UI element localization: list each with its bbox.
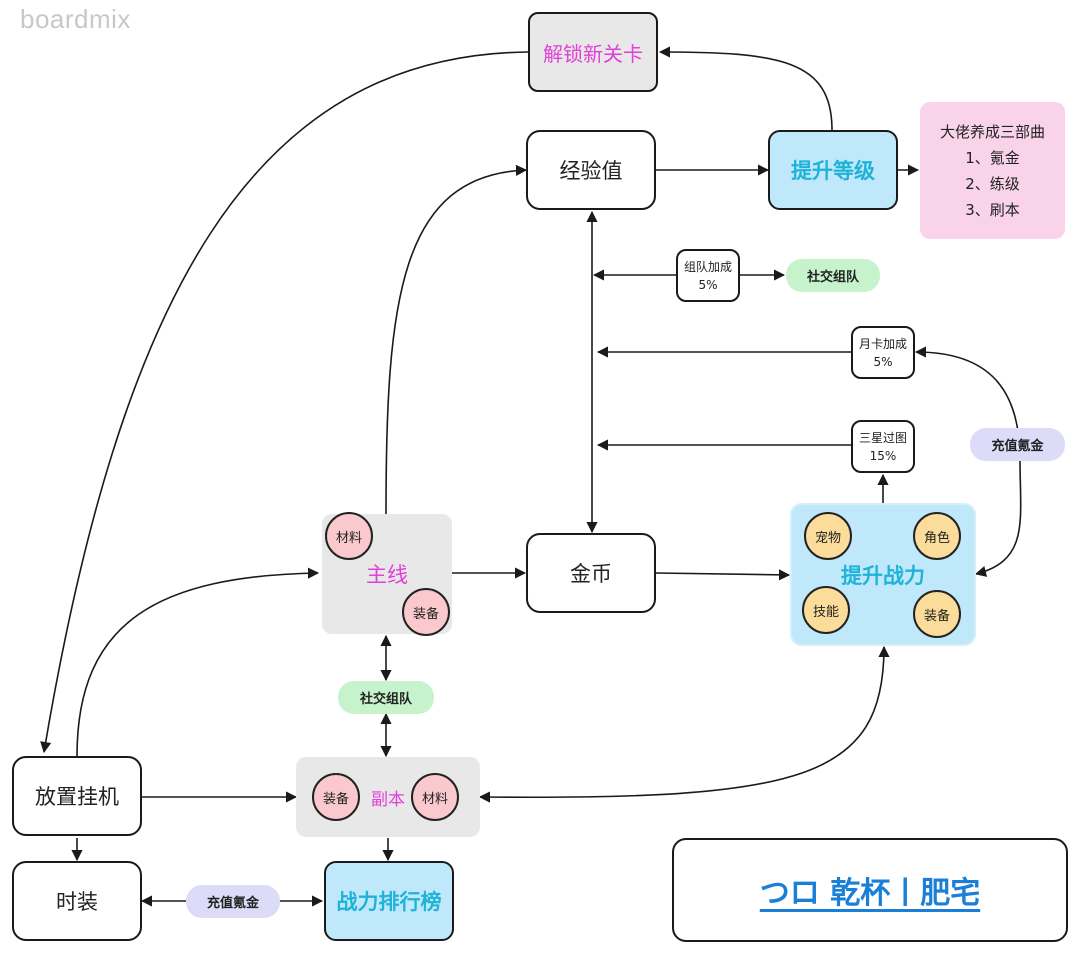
pet-badge: 宠物 [804, 512, 852, 560]
edge-mainline-to-exp [385, 164, 528, 515]
tips-item: 2、练级 [965, 174, 1020, 193]
material-badge: 材料 [411, 773, 459, 821]
monthly-card-value: 5% [873, 354, 893, 369]
tips-item: 1、氪金 [965, 148, 1020, 167]
costume-node[interactable]: 时装 [12, 861, 142, 941]
team-bonus-node[interactable]: 组队加成 5% [676, 249, 740, 302]
three-star-label: 三星过图 [858, 430, 907, 445]
monthly-card-label: 月卡加成 [858, 336, 907, 351]
recharge-pill-right[interactable]: 充值氪金 [970, 428, 1065, 461]
edge-levelup-to-unlock [658, 46, 833, 131]
gold-node[interactable]: 金币 [526, 533, 656, 613]
power-up-label: 提升战力 [841, 563, 925, 588]
exp-node[interactable]: 经验值 [526, 130, 656, 210]
title-card-text[interactable]: つロ 乾杯丨肥宅 [759, 876, 981, 911]
ranking-node[interactable]: 战力排行榜 [324, 861, 454, 941]
social-team-pill-middle[interactable]: 社交组队 [338, 681, 434, 714]
team-bonus-value: 5% [698, 277, 718, 292]
tips-item: 3、刷本 [965, 200, 1020, 219]
dungeon-label: 副本 [371, 789, 405, 810]
edge-gold-to-power [655, 569, 791, 581]
character-badge: 角色 [913, 512, 961, 560]
idle-node[interactable]: 放置挂机 [12, 756, 142, 836]
monthly-card-node[interactable]: 月卡加成 5% [851, 326, 915, 379]
watermark-top: boardmix [20, 4, 131, 34]
edge-power-dungeon [478, 645, 890, 803]
unlock-level-node[interactable]: 解锁新关卡 [528, 12, 658, 92]
tips-note: 大佬养成三部曲 1、氪金 2、练级 3、刷本 [920, 102, 1065, 239]
social-team-pill-top[interactable]: 社交组队 [786, 259, 880, 292]
material-badge: 材料 [325, 512, 373, 560]
mainline-label: 主线 [366, 563, 408, 587]
recharge-pill-bottom[interactable]: 充值氪金 [186, 885, 280, 918]
three-star-node[interactable]: 三星过图 15% [851, 420, 915, 473]
equipment-badge: 装备 [312, 773, 360, 821]
equipment-badge: 装备 [402, 588, 450, 636]
skill-badge: 技能 [802, 586, 850, 634]
team-bonus-label: 组队加成 [683, 259, 732, 274]
edge-unlock-to-idle [40, 51, 529, 754]
tips-title: 大佬养成三部曲 [939, 122, 1045, 141]
equipment-badge: 装备 [913, 590, 961, 638]
three-star-value: 15% [869, 448, 897, 463]
edge-idle-to-mainline [76, 567, 320, 757]
title-card: つロ 乾杯丨肥宅 [672, 838, 1068, 942]
levelup-node[interactable]: 提升等级 [768, 130, 898, 210]
